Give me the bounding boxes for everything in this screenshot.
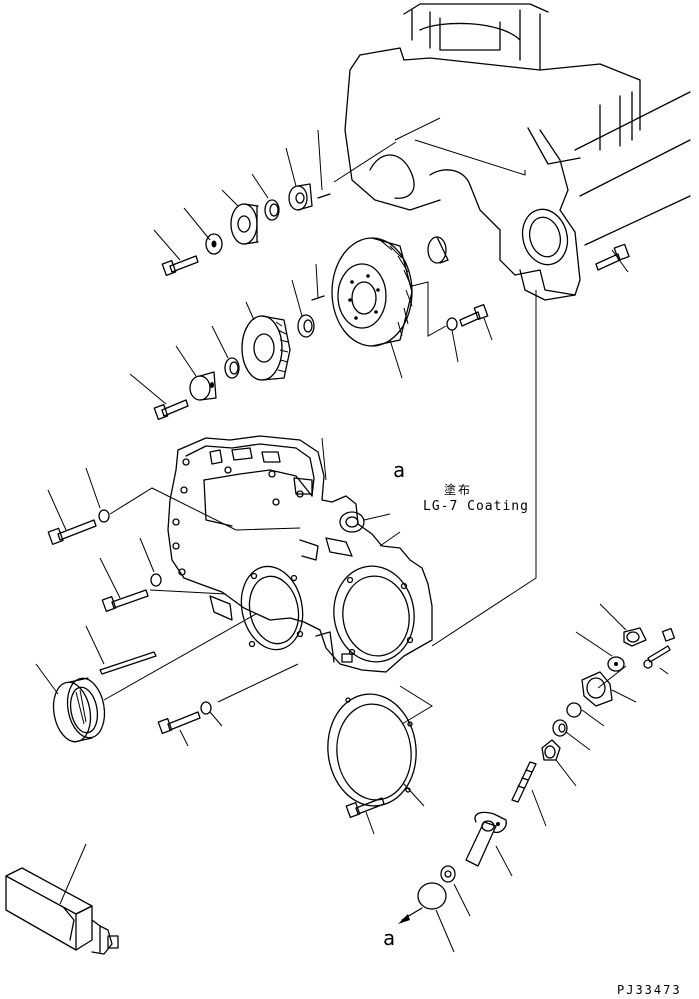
bolt-icon bbox=[595, 243, 630, 271]
bolt-icon bbox=[161, 255, 199, 276]
reference-label-a-bottom: a bbox=[383, 926, 396, 950]
hex-socket-tool-icon bbox=[5, 867, 119, 955]
bolt-icon bbox=[47, 519, 97, 545]
washer-icon bbox=[264, 199, 280, 221]
washer-icon bbox=[446, 317, 458, 331]
tachometer-drive-icon bbox=[417, 627, 676, 910]
bolt-icon bbox=[459, 304, 489, 327]
bolt-icon bbox=[153, 399, 189, 420]
gear-icon bbox=[230, 203, 259, 245]
bolt-icon bbox=[101, 589, 149, 612]
dowel-pin-icon bbox=[99, 651, 157, 675]
engine-block-icon bbox=[344, 3, 691, 301]
bushing-icon bbox=[297, 314, 315, 338]
coating-label: LG-7 Coating bbox=[423, 499, 529, 514]
bolt-icon bbox=[345, 797, 385, 818]
gasket-icon bbox=[327, 693, 417, 807]
washer-icon bbox=[98, 509, 110, 523]
thrust-collar-icon bbox=[288, 183, 313, 211]
reference-label-a: a bbox=[393, 458, 406, 482]
gear-icon bbox=[331, 237, 413, 347]
washer-icon bbox=[200, 701, 212, 715]
figure-code: PJ33473 bbox=[617, 983, 682, 997]
washer-icon bbox=[205, 233, 223, 255]
bushing-icon bbox=[224, 357, 240, 379]
gear-icon bbox=[241, 315, 291, 381]
dowel-pin-icon bbox=[317, 193, 331, 199]
washer-icon bbox=[150, 573, 162, 587]
coating-japanese-label: 塗布 bbox=[444, 483, 473, 497]
bolt-icon bbox=[157, 711, 201, 734]
oil-seal-icon bbox=[52, 677, 106, 743]
thrust-washer-icon bbox=[189, 371, 217, 401]
